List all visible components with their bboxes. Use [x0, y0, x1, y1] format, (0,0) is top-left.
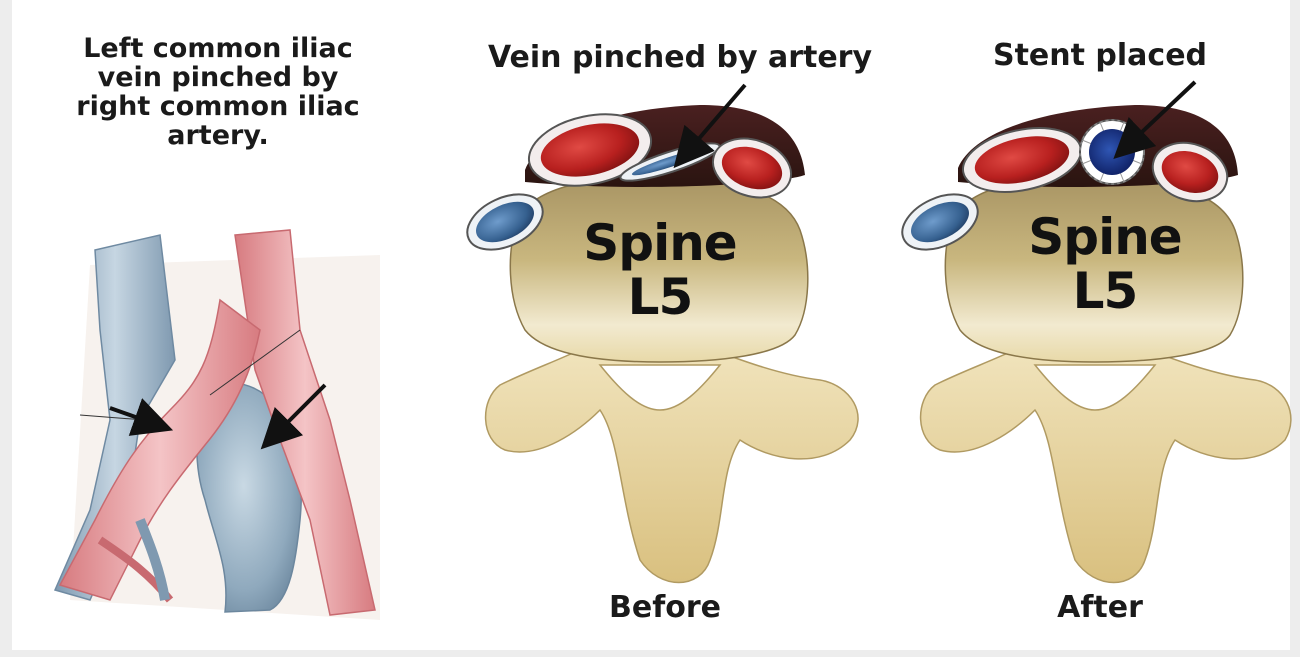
- left-anatomy-illustration: [55, 230, 380, 620]
- stented-vein-lumen: [1089, 129, 1135, 175]
- before-label: Before: [555, 590, 775, 625]
- spine-level: L5: [555, 270, 765, 324]
- spine-level: L5: [1000, 264, 1210, 318]
- spine-label-after: Spine L5: [1000, 210, 1210, 318]
- before-panel-title: Vein pinched by artery: [470, 40, 890, 75]
- vertebra-after-illustration: [894, 82, 1291, 583]
- vertebra-before-illustration: [459, 85, 858, 583]
- spine-word: Spine: [1000, 210, 1210, 264]
- left-panel-caption: Left common iliac vein pinched by right …: [58, 34, 378, 150]
- after-label: After: [990, 590, 1210, 625]
- spine-word: Spine: [555, 216, 765, 270]
- spine-label-before: Spine L5: [555, 216, 765, 324]
- after-panel-title: Stent placed: [960, 38, 1240, 73]
